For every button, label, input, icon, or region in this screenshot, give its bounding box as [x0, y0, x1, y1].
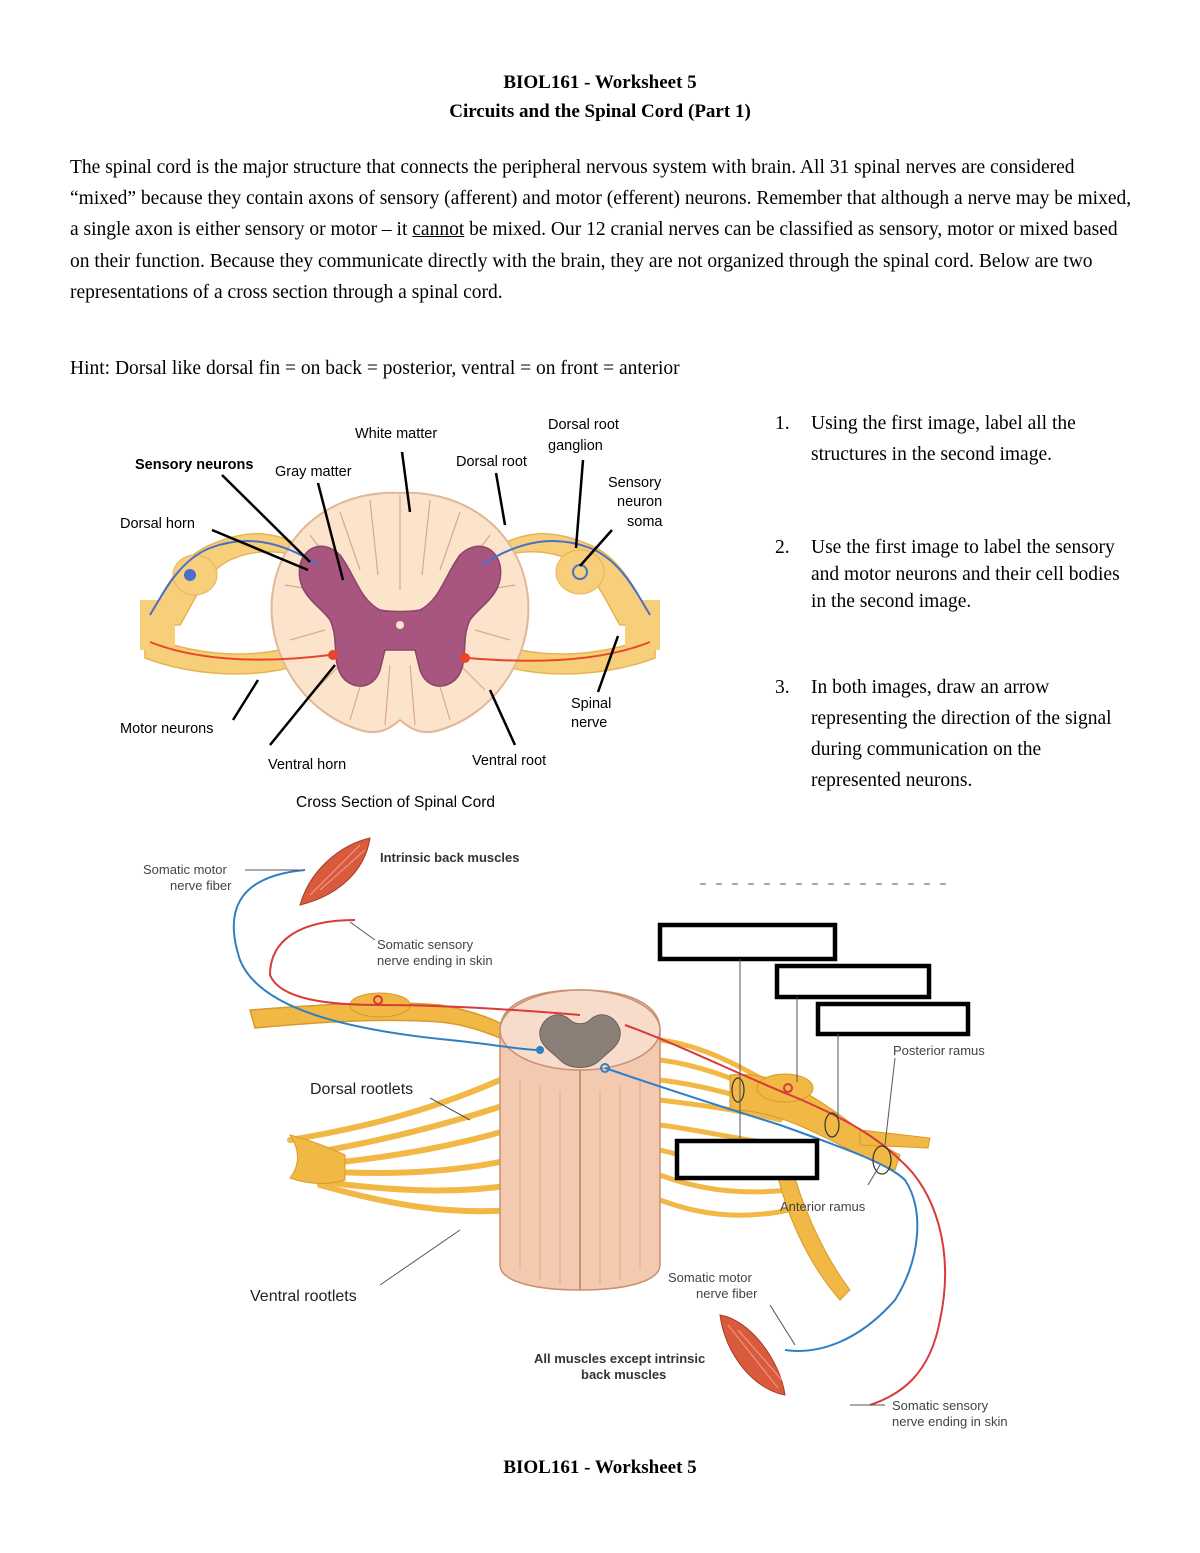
- intro-text-part1: The spinal cord is the major structure t…: [70, 157, 1132, 241]
- label-spinal-nerve: Spinal: [571, 696, 611, 712]
- label-dorsal-root-ganglion: Dorsal root: [548, 417, 619, 433]
- left-sensory-axon: [149, 540, 319, 616]
- sensory-soma-bottom: [783, 1083, 793, 1093]
- label-white-matter: White matter: [355, 426, 437, 442]
- label-somatic-motor-nerve-fiber-bottom: Somatic motor: [668, 1270, 752, 1285]
- label-somatic-motor-nerve-fiber-top: nerve fiber: [170, 878, 232, 893]
- question-text: Use the first image to label the sensory…: [811, 537, 1120, 612]
- label-anterior-ramus: Anterior ramus: [780, 1199, 866, 1214]
- question-number: 3.: [775, 677, 790, 698]
- label-dorsal-rootlets: Dorsal rootlets: [310, 1081, 413, 1098]
- label-somatic-motor-nerve-fiber-bottom: nerve fiber: [696, 1286, 758, 1301]
- label-ventral-root: Ventral root: [472, 753, 546, 769]
- label-dorsal-root: Dorsal root: [456, 454, 527, 470]
- left-spinal-nerve-trunk: [288, 1134, 346, 1184]
- label-motor-neurons: Motor neurons: [120, 721, 214, 737]
- label-sensory-neurons: Sensory neurons: [135, 457, 253, 473]
- gray-matter-3d: [539, 1014, 621, 1068]
- label-dorsal-root-ganglion: ganglion: [548, 438, 603, 454]
- label-somatic-sensory-top: Somatic sensory: [377, 937, 474, 952]
- motor-soma-top: [536, 1046, 544, 1054]
- answer-box-2[interactable]: [774, 963, 932, 1000]
- anterior-ramus-branch: [774, 1159, 851, 1301]
- right-spinal-nerve: [625, 600, 660, 650]
- spinal-nerve-3d-figure: Somatic motor nerve fiber Intrinsic back…: [143, 837, 1008, 1429]
- label-sensory-neuron-soma: soma: [627, 514, 663, 530]
- label-somatic-sensory-bottom: nerve ending in skin: [892, 1414, 1008, 1429]
- left-motor-axon: [149, 641, 331, 661]
- hint-text: Hint: Dorsal like dorsal fin = on back =…: [70, 358, 680, 379]
- answer-box-3[interactable]: [815, 1001, 971, 1037]
- worksheet-subtitle: Circuits and the Spinal Cord (Part 1): [449, 101, 751, 122]
- question-number: 2.: [775, 537, 790, 558]
- label-all-muscles: All muscles except intrinsic: [534, 1351, 705, 1366]
- gray-matter: [298, 545, 502, 687]
- motor-fiber-top: [232, 869, 541, 1051]
- left-motor-soma: [328, 650, 338, 660]
- label-somatic-motor-nerve-fiber-top: Somatic motor: [143, 862, 227, 877]
- sensory-soma-top: [373, 995, 383, 1005]
- label-sensory-neuron-soma: Sensory: [608, 475, 662, 491]
- question-text: Using the first image, label all the str…: [811, 413, 1076, 465]
- intrinsic-back-muscle: [299, 837, 371, 906]
- page-footer: BIOL161 - Worksheet 5: [503, 1457, 697, 1478]
- answer-box-1[interactable]: [657, 922, 838, 962]
- motor-fiber-bottom: [604, 1067, 919, 1352]
- motor-soma-bottom: [600, 1063, 610, 1073]
- label-spinal-nerve: nerve: [571, 715, 607, 731]
- label-gray-matter: Gray matter: [275, 464, 352, 480]
- right-sensory-axon: [481, 540, 651, 616]
- question-number: 1.: [775, 413, 790, 434]
- intro-text-part2: be mixed. Our 12 cranial nerves can be c…: [70, 219, 1118, 303]
- spinal-cord-cross-section-figure: White matter Dorsal root ganglion Sensor…: [120, 417, 663, 811]
- right-motor-soma: [460, 653, 470, 663]
- left-spinal-nerve: [140, 600, 175, 650]
- figure1-caption: Cross Section of Spinal Cord: [296, 794, 495, 811]
- label-ventral-horn: Ventral horn: [268, 757, 346, 773]
- right-motor-axon: [467, 641, 651, 662]
- sensory-fiber-bottom: [624, 1024, 947, 1406]
- answer-box-4[interactable]: [674, 1138, 820, 1181]
- label-somatic-sensory-top: nerve ending in skin: [377, 953, 493, 968]
- label-sensory-neuron-soma: neuron: [617, 494, 662, 510]
- question-text: In both images, draw an arrow representi…: [811, 677, 1112, 791]
- intro-paragraph: The spinal cord is the major structure t…: [70, 152, 1140, 308]
- label-dorsal-horn: Dorsal horn: [120, 516, 195, 532]
- posterior-ramus-branch: [859, 1129, 931, 1149]
- label-somatic-sensory-bottom: Somatic sensory: [892, 1398, 989, 1413]
- label-posterior-ramus: Posterior ramus: [893, 1043, 985, 1058]
- label-ventral-rootlets: Ventral rootlets: [250, 1288, 357, 1305]
- left-sensory-soma: [184, 569, 196, 581]
- intro-emphasis: cannot: [412, 219, 465, 241]
- right-dorsal-root-ganglion: [555, 549, 605, 595]
- label-all-muscles: back muscles: [581, 1367, 666, 1382]
- label-intrinsic-back-muscles: Intrinsic back muscles: [380, 850, 519, 865]
- worksheet-title: BIOL161 - Worksheet 5: [503, 72, 697, 93]
- sensory-fiber-top: [268, 919, 581, 1016]
- central-canal: [396, 621, 404, 629]
